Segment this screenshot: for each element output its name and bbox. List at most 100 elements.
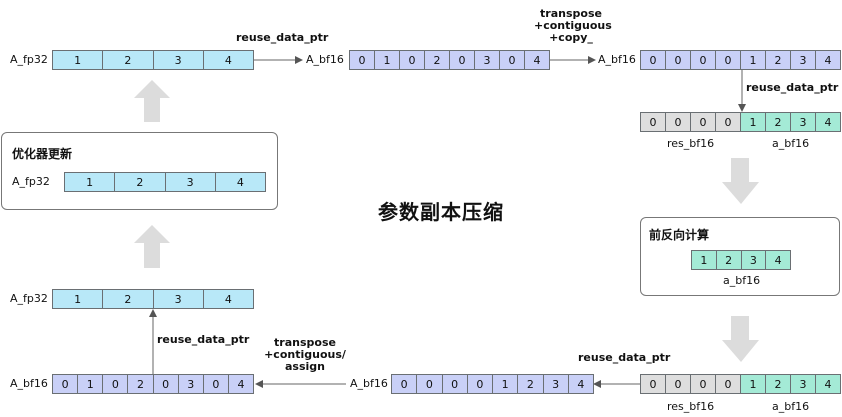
op-reuse-data-ptr-bottom-left: reuse_data_ptr	[157, 333, 250, 346]
cell: 0	[399, 51, 424, 69]
label-a-bf16-top: A_bf16	[306, 53, 344, 66]
cell: 4	[227, 375, 253, 393]
cell: 2	[102, 290, 153, 308]
cell: 0	[350, 51, 374, 69]
cell: 0	[641, 113, 665, 131]
cell: 1	[740, 375, 765, 393]
cell: 0	[53, 375, 78, 393]
tensor-a-bf16-top: 0 1 0 2 0 3 0 4	[349, 50, 550, 70]
op-line: assign	[285, 360, 325, 373]
cell: 3	[542, 375, 568, 393]
op-transpose-copy: transpose +contiguous +copy_	[534, 7, 612, 44]
op-reuse-data-ptr-right: reuse_data_ptr	[746, 81, 839, 94]
cell: 2	[715, 251, 741, 269]
tensor-split-right: 0 0 0 0 1 2 3 4	[640, 112, 841, 132]
cell: 0	[641, 375, 665, 393]
cell: 3	[152, 290, 203, 308]
tensor-optimizer: 1 2 3 4	[64, 172, 266, 192]
label-a-bf16-right: A_bf16	[598, 53, 636, 66]
tensor-a-fp32-top: 1 2 3 4	[52, 50, 254, 70]
cell: 1	[77, 375, 103, 393]
cell: 2	[765, 375, 790, 393]
cell: 2	[765, 113, 790, 131]
big-arrow-down-right-bottom	[722, 316, 759, 362]
label-res-bf16-right: res_bf16	[667, 137, 715, 150]
label-a-bf16-bottom-mid: A_bf16	[350, 377, 388, 390]
cell: 1	[692, 251, 716, 269]
cell: 0	[466, 375, 492, 393]
op-line: transpose	[274, 336, 336, 349]
cell: 0	[665, 113, 690, 131]
cell: 1	[740, 51, 765, 69]
cell: 4	[202, 51, 253, 69]
label-a-fp32-top: A_fp32	[10, 53, 48, 66]
cell: 0	[392, 375, 417, 393]
cell: 0	[416, 375, 442, 393]
compute-panel-title: 前反向计算	[649, 228, 710, 242]
diagram-title: 参数副本压缩	[378, 200, 504, 224]
cell: 3	[152, 51, 203, 69]
label-a-bf16-compute: a_bf16	[723, 274, 761, 287]
cell: 1	[53, 290, 103, 308]
tensor-a-bf16-right: 0 0 0 0 1 2 3 4	[640, 50, 841, 70]
cell: 2	[114, 173, 165, 191]
cell: 0	[715, 375, 740, 393]
cell: 2	[127, 375, 153, 393]
cell: 0	[641, 51, 665, 69]
tensor-compute: 1 2 3 4	[691, 250, 791, 270]
cell: 4	[815, 375, 840, 393]
big-arrow-down-right-top	[722, 158, 759, 204]
cell: 4	[202, 290, 253, 308]
cell: 0	[499, 51, 524, 69]
cell: 0	[715, 51, 740, 69]
label-a-bf16-bottom-right: a_bf16	[772, 400, 810, 413]
cell: 0	[449, 51, 474, 69]
cell: 2	[102, 51, 153, 69]
cell: 4	[214, 173, 265, 191]
cell: 2	[424, 51, 449, 69]
cell: 0	[690, 51, 715, 69]
cell: 4	[765, 251, 790, 269]
label-res-bf16-bottom: res_bf16	[667, 400, 715, 413]
op-reuse-data-ptr-bottom-right: reuse_data_ptr	[578, 351, 671, 364]
cell: 4	[815, 51, 840, 69]
cell: 3	[474, 51, 499, 69]
optimizer-panel: 优化器更新 A_fp32 1 2 3 4	[1, 132, 278, 210]
label-a-bf16-split-right: a_bf16	[772, 137, 810, 150]
cell: 1	[65, 173, 115, 191]
cell: 3	[790, 375, 815, 393]
op-line: +contiguous	[534, 19, 612, 32]
big-arrow-up-top	[134, 80, 170, 122]
op-line: transpose	[540, 7, 602, 20]
label-a-bf16-bottom-left: A_bf16	[10, 377, 48, 390]
cell: 4	[815, 113, 840, 131]
cell: 3	[790, 113, 815, 131]
tensor-a-fp32-bottom: 1 2 3 4	[52, 289, 254, 309]
label-a-fp32-optimizer: A_fp32	[12, 175, 50, 188]
cell: 1	[492, 375, 518, 393]
cell: 1	[374, 51, 399, 69]
cell: 2	[517, 375, 543, 393]
label-a-fp32-bottom: A_fp32	[10, 292, 48, 305]
cell: 0	[441, 375, 467, 393]
cell: 3	[790, 51, 815, 69]
cell: 0	[152, 375, 178, 393]
op-transpose-assign: transpose +contiguous/ assign	[262, 337, 348, 373]
cell: 3	[740, 251, 766, 269]
tensor-bottom-left: 0 1 0 2 0 3 0 4	[52, 374, 254, 394]
cell: 3	[177, 375, 203, 393]
tensor-bottom-right: 0 0 0 0 1 2 3 4	[640, 374, 841, 394]
optimizer-panel-title: 优化器更新	[12, 147, 73, 161]
cell: 0	[690, 113, 715, 131]
tensor-bottom-mid: 0 0 0 0 1 2 3 4	[391, 374, 594, 394]
big-arrow-up-bottom	[134, 225, 170, 268]
compute-panel: 前反向计算 1 2 3 4 a_bf16	[640, 217, 840, 296]
op-line: +contiguous/	[264, 348, 346, 361]
cell: 1	[53, 51, 103, 69]
cell: 2	[765, 51, 790, 69]
cell: 0	[665, 51, 690, 69]
cell: 1	[740, 113, 765, 131]
cell: 4	[524, 51, 549, 69]
cell: 4	[567, 375, 593, 393]
